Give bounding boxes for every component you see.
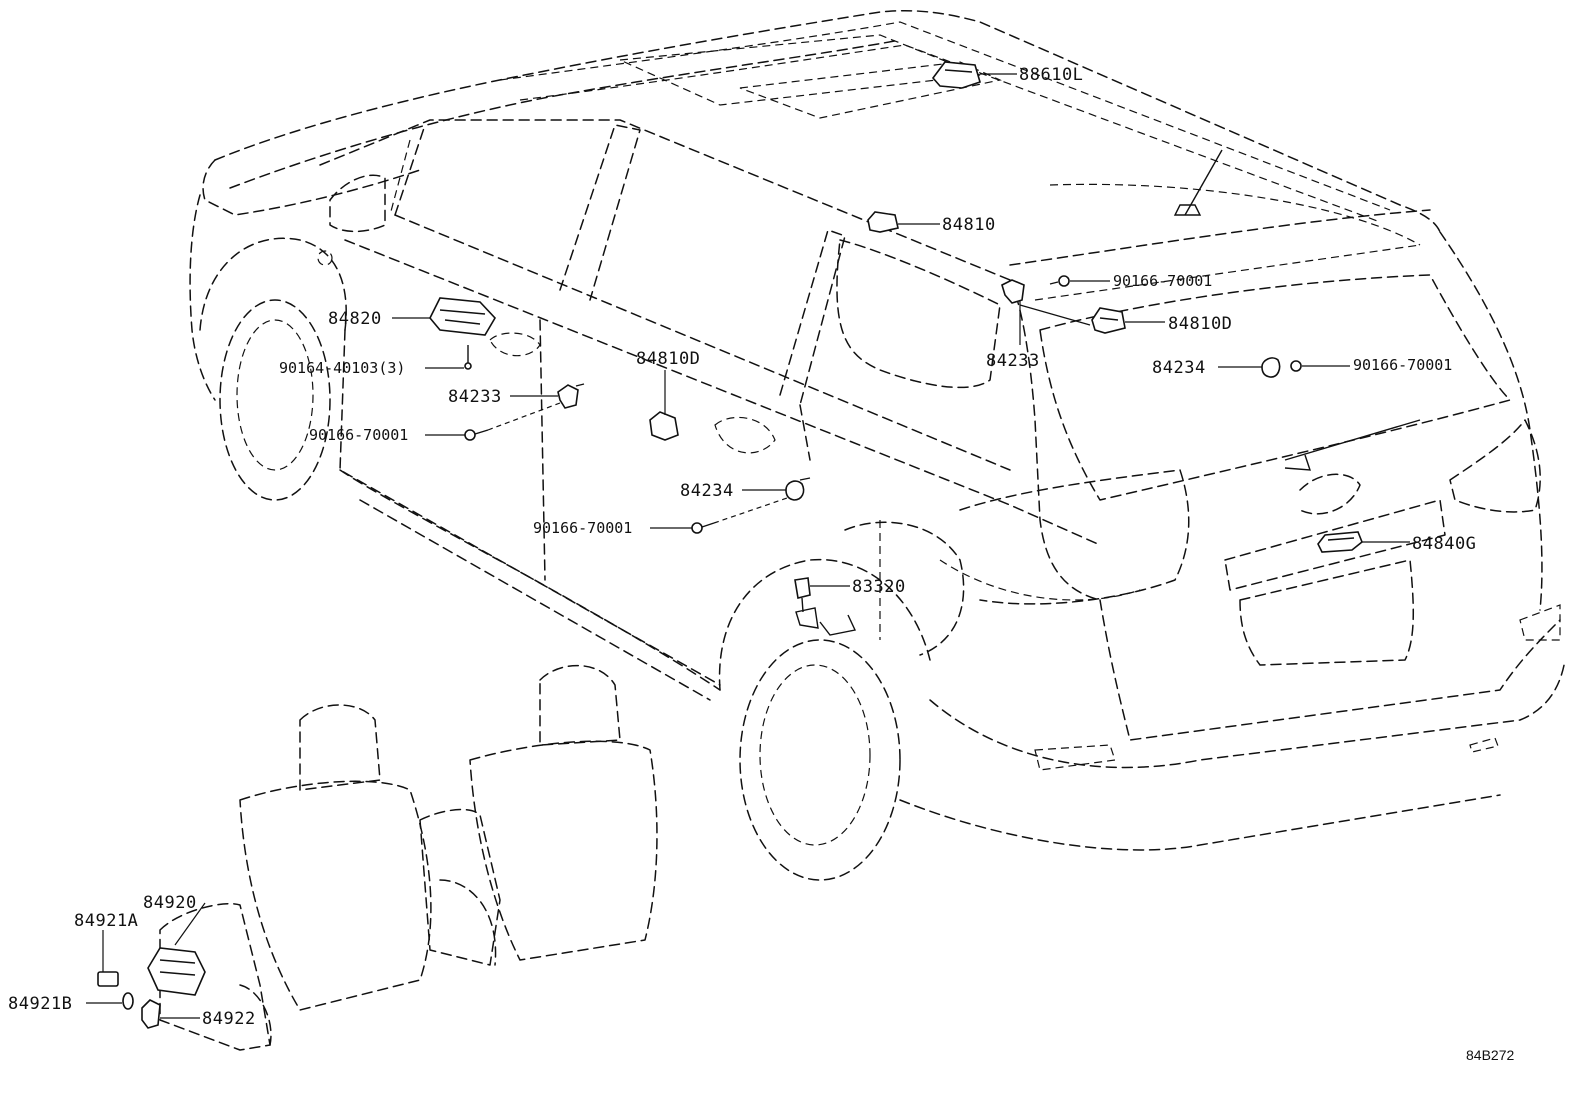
callout-84810-top: 84810 xyxy=(942,215,996,235)
callout-84921B: 84921B xyxy=(8,994,72,1014)
part-84234-right xyxy=(1261,357,1281,378)
rear-seats-outline xyxy=(159,664,658,1051)
callout-90166-top: 90166-70001 xyxy=(1113,272,1212,290)
callout-84234-center: 84234 xyxy=(680,481,734,501)
callout-84920: 84920 xyxy=(143,893,197,913)
part-88610L xyxy=(931,61,981,89)
part-84921B xyxy=(122,992,134,1010)
callout-84922: 84922 xyxy=(202,1009,256,1029)
callout-90166-left: 90166-70001 xyxy=(309,426,408,444)
part-84840G xyxy=(1317,531,1363,553)
part-84920 xyxy=(147,947,206,996)
callout-90166-right: 90166-70001 xyxy=(1353,356,1452,374)
callout-84840G: 84840G xyxy=(1412,534,1476,554)
part-84820 xyxy=(429,297,496,336)
part-84922 xyxy=(141,999,161,1029)
callout-labels: 88610L 84810 90166-70001 84810D 84233 84… xyxy=(8,65,1514,1063)
callout-84233-right: 84233 xyxy=(986,351,1040,371)
callout-84234-right: 84234 xyxy=(1152,358,1206,378)
leader-lines xyxy=(86,73,1410,1019)
diagram-ref-code: 84B272 xyxy=(1466,1047,1514,1063)
part-83320 xyxy=(794,577,811,599)
part-84234-center xyxy=(785,480,805,501)
callout-90164: 90164-40103(3) xyxy=(279,359,405,377)
callout-84810D-center: 84810D xyxy=(636,349,700,369)
part-90166-center xyxy=(691,522,703,534)
callout-84921A: 84921A xyxy=(74,911,138,931)
part-84810D-right xyxy=(1091,307,1126,334)
callout-84233-left: 84233 xyxy=(448,387,502,407)
part-84233-right xyxy=(1001,279,1025,304)
callout-90166-center: 90166-70001 xyxy=(533,519,632,537)
callout-88610L: 88610L xyxy=(1019,65,1083,85)
part-90166-left xyxy=(464,429,476,441)
part-84921A xyxy=(97,971,119,987)
callout-84810D-right: 84810D xyxy=(1168,314,1232,334)
callout-84820: 84820 xyxy=(328,309,382,329)
parts xyxy=(97,61,1363,1029)
part-84810D-center xyxy=(649,411,679,441)
part-84233-left xyxy=(557,384,579,409)
callout-83320: 83320 xyxy=(852,577,906,597)
part-90166-top xyxy=(1058,275,1070,287)
part-84810 xyxy=(867,211,899,233)
part-90166-right xyxy=(1290,360,1302,372)
vehicle-body-outline xyxy=(189,10,1566,881)
